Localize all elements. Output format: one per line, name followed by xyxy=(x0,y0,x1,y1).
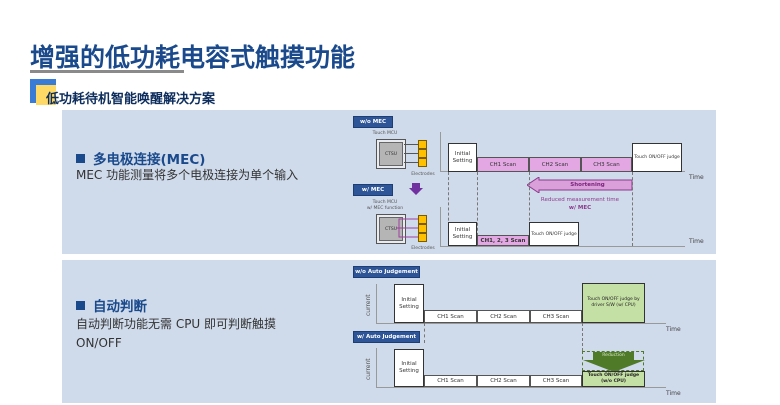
auto-description-line1: 自动判断功能无需 CPU 即可判断触摸 xyxy=(76,317,277,331)
mec-heading: 多电极连接(MEC) xyxy=(76,148,205,168)
electrode-icon xyxy=(418,149,427,158)
initial-setting-box: Initial Setting xyxy=(394,349,424,387)
mcu-label-without: Touch MCU xyxy=(372,131,398,136)
guide-line xyxy=(529,172,530,246)
tag-with-auto: w/ Auto Judgement xyxy=(353,331,420,343)
y-axis xyxy=(440,207,441,247)
ch1-scan: CH1 Scan xyxy=(424,375,477,387)
auto-description-line2: ON/OFF xyxy=(76,336,122,350)
title-underline xyxy=(30,70,184,73)
touch-judge-box: Touch ON/OFF judge xyxy=(632,143,682,172)
ch2-scan: CH2 Scan xyxy=(529,157,581,172)
judge-without-cpu-box: Touch ON/OFF judge (w/o CPU) xyxy=(582,371,645,387)
judge-by-driver-box: Touch ON/OFF judge by driver S/W (w/ CPU… xyxy=(582,283,645,323)
guide-line xyxy=(632,172,633,246)
time-axis xyxy=(376,323,666,324)
ch3-scan: CH3 Scan xyxy=(530,375,582,387)
y-axis xyxy=(440,132,441,172)
y-axis xyxy=(376,348,377,387)
electrode-icon xyxy=(418,224,427,233)
time-label: Time xyxy=(689,238,704,245)
ch2-scan: CH2 Scan xyxy=(477,375,530,387)
initial-setting-box: Initial Setting xyxy=(448,143,477,172)
guide-line xyxy=(424,323,425,343)
electrodes-label-with: Electrodes xyxy=(411,246,435,251)
auto-heading: 自动判断 xyxy=(76,295,147,315)
tag-with-mec: w/ MEC xyxy=(353,184,393,196)
time-axis xyxy=(376,387,666,388)
time-label: Time xyxy=(689,174,704,181)
wire xyxy=(404,144,418,145)
current-axis-label: current xyxy=(365,294,372,316)
wire xyxy=(404,153,418,154)
ch2-scan: CH2 Scan xyxy=(477,310,530,323)
tag-without-mec: w/o MEC xyxy=(353,116,393,128)
reduction-label: Reduction xyxy=(602,353,625,358)
guide-line xyxy=(582,323,583,351)
current-axis-label: current xyxy=(365,358,372,380)
electrode-icon xyxy=(418,140,427,149)
reduction-arrow-icon xyxy=(583,352,645,372)
time-label: Time xyxy=(666,326,681,333)
auto-heading-text: 自动判断 xyxy=(93,299,147,315)
electrodes-label-without: Electrodes xyxy=(411,172,435,177)
tag-without-auto: w/o Auto Judgement xyxy=(353,266,420,278)
time-label: Time xyxy=(666,390,681,397)
ch3-scan: CH3 Scan xyxy=(530,310,582,323)
page-title: 增强的低功耗电容式触摸功能 xyxy=(30,43,356,72)
initial-setting-box: Initial Setting xyxy=(448,222,477,246)
mec-description: MEC 功能测量将多个电极连接为单个输入 xyxy=(76,168,299,182)
mec-wiring xyxy=(396,218,418,238)
guide-line xyxy=(448,172,449,246)
ch1-scan: CH1 Scan xyxy=(477,157,529,172)
ch123-scan: CH1, 2, 3 Scan xyxy=(477,235,529,246)
page-subtitle: 低功耗待机智能唤醒解决方案 xyxy=(46,92,216,107)
bullet-square-icon xyxy=(76,301,85,310)
shortening-label: Shortening xyxy=(570,182,605,188)
mcu-label-with-1: Touch MCU xyxy=(372,200,398,205)
electrode-icon xyxy=(418,215,427,224)
reduced-time-line1: Reduced measurement time xyxy=(540,197,620,203)
subtitle-marker-yellow xyxy=(36,85,56,105)
reduced-time-line2: w/ MEC xyxy=(568,205,592,211)
mcu-label-with-2: w/ MEC function xyxy=(366,206,404,211)
time-axis xyxy=(440,246,685,247)
y-axis xyxy=(376,284,377,323)
initial-setting-box: Initial Setting xyxy=(394,284,424,323)
bullet-square-icon xyxy=(76,154,85,163)
guide-line xyxy=(477,172,478,246)
ch3-scan: CH3 Scan xyxy=(581,157,632,172)
electrode-icon xyxy=(418,233,427,242)
mec-heading-text: 多电极连接(MEC) xyxy=(93,152,206,168)
ctsu-block-without: CTSU xyxy=(379,142,403,166)
wire xyxy=(404,162,418,163)
down-arrow-icon xyxy=(409,183,423,195)
electrode-icon xyxy=(418,158,427,167)
touch-judge-box: Touch ON/OFF judge xyxy=(529,222,579,246)
ch1-scan: CH1 Scan xyxy=(424,310,477,323)
